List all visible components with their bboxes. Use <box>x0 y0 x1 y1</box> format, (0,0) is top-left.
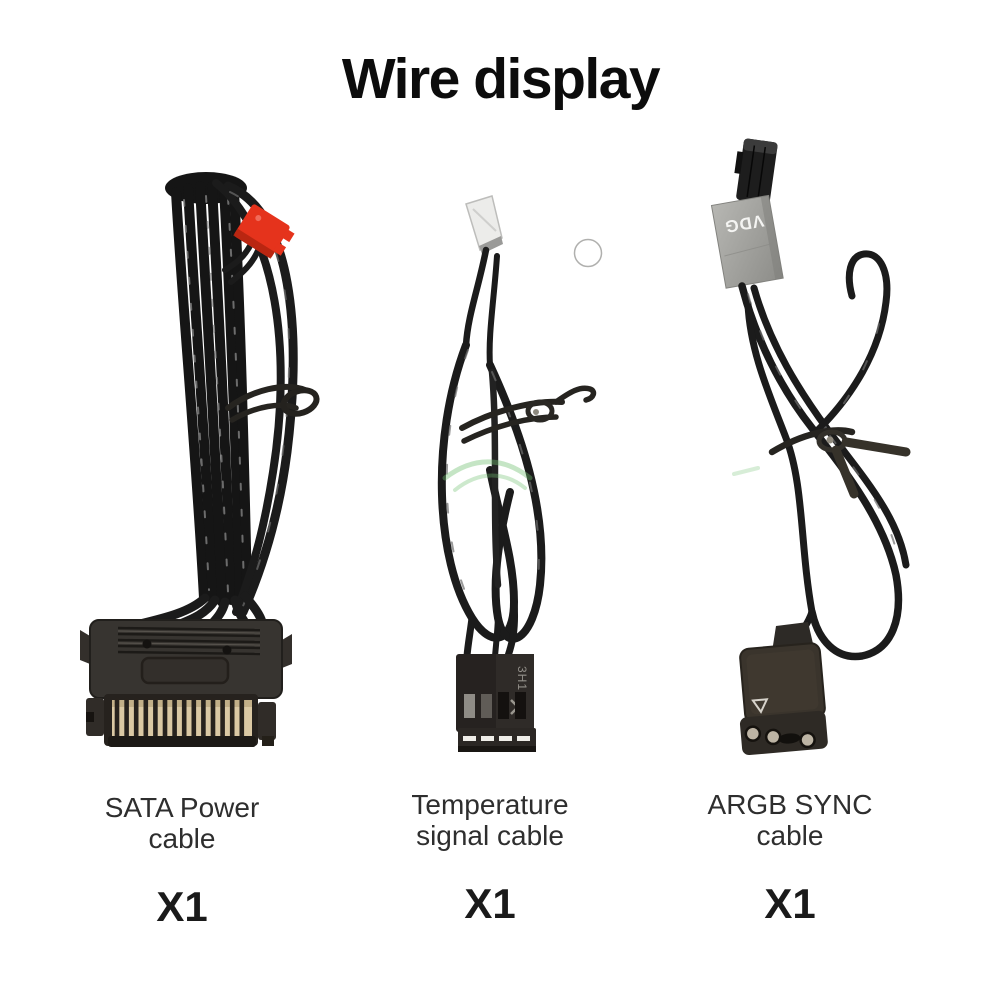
product-label: SATA Power cable <box>52 792 312 855</box>
product-column-sata: SATA Power cable X1 <box>52 792 312 931</box>
temp-sensor-tip <box>465 195 503 254</box>
product-label-line1: ARGB SYNC <box>707 789 873 820</box>
sata-ribs <box>117 626 261 656</box>
product-quantity: X1 <box>464 879 516 927</box>
argb-arrow-mark <box>751 698 769 714</box>
temp-cable-graphic: 3H1 <box>437 195 597 752</box>
sata-cable-graphic <box>80 172 320 747</box>
product-column-argb: ARGB SYNC cable X1 <box>660 789 920 928</box>
product-label-line1: Temperature <box>411 789 569 820</box>
temp-connector: 3H1 <box>456 654 536 752</box>
product-label-line1: SATA Power <box>104 792 260 823</box>
page-title: Wire display <box>341 47 661 111</box>
product-label-line2: cable <box>756 819 824 851</box>
watermark-circle <box>573 238 603 268</box>
product-quantity: X1 <box>156 882 208 930</box>
sata-gold-pins <box>112 698 252 737</box>
watermark-green <box>442 459 760 492</box>
argb-connector <box>739 622 828 756</box>
product-column-temperature: Temperature signal cable X1 <box>360 789 620 928</box>
red-connector <box>233 204 295 259</box>
product-label-line2: signal cable <box>416 819 564 851</box>
argb-cable-graphic: VDG <box>710 138 911 756</box>
temp-connector-marking: 3H1 <box>515 666 529 691</box>
twist-tie-right <box>768 427 911 499</box>
product-label: ARGB SYNC cable <box>660 789 920 852</box>
twist-tie-left <box>225 383 320 423</box>
product-label: Temperature signal cable <box>360 789 620 852</box>
argb-top-connector <box>734 138 778 204</box>
product-quantity: X1 <box>764 879 816 927</box>
product-label-line2: cable <box>148 822 216 854</box>
vdg-tag: VDG <box>710 194 784 289</box>
twist-tie-middle <box>459 385 597 444</box>
sata-connector <box>80 619 292 747</box>
